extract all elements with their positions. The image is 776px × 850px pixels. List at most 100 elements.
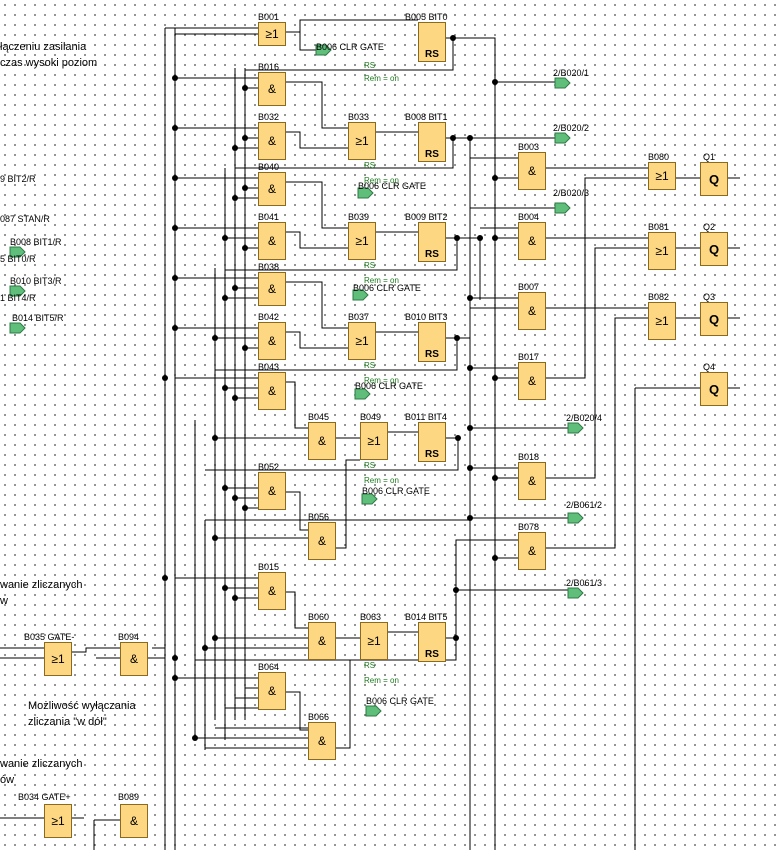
flag-label-bit4: 1 BIT4/R [0,293,36,303]
label-q4: Q4 [703,362,716,372]
gate-b003[interactable]: & [518,152,546,190]
gate-b049[interactable]: ≥1 [360,422,388,460]
gate-b037[interactable]: ≥1 [348,322,376,360]
label-b064: B064 [258,662,280,672]
label-b039: B039 [348,212,370,222]
gate-b064[interactable]: & [258,672,286,710]
label-q2: Q2 [703,222,716,232]
label-b033: B033 [348,112,370,122]
gate-b034[interactable]: ≥1 [44,804,72,838]
label-b004: B004 [518,212,540,222]
rs-flipflop-b011[interactable]: RS [418,422,446,462]
label-b081: B081 [648,222,670,232]
gate-b080[interactable]: ≥1 [648,162,676,190]
rem-text-b014: Rem = on [364,676,399,685]
rs-flipflop-b009[interactable]: RS [418,222,446,262]
label-b052: B052 [258,462,280,472]
label-b043: B043 [258,362,280,372]
rs-text-b005: RS [364,61,376,70]
gate-b089[interactable]: & [120,804,148,838]
rs-flipflop-b010[interactable]: RS [418,322,446,362]
rs-flipflop-b005[interactable]: RS [418,22,446,62]
rs-flipflop-b008[interactable]: RS [418,122,446,162]
label-b016: B016 [258,62,280,72]
output-q1[interactable]: Q [700,162,728,196]
label-b040: B040 [258,162,280,172]
rem-text-b009: Rem = on [364,276,399,285]
label-b015: B015 [258,562,280,572]
flag-label-b006-1: B006 CLR GATE [316,42,384,52]
label-b066: B066 [308,712,330,722]
gate-b041[interactable]: & [258,222,286,260]
gate-b056[interactable]: & [308,522,336,560]
gate-b094[interactable]: & [120,642,148,676]
label-b049: B049 [360,412,382,422]
gate-b060[interactable]: & [308,622,336,660]
gate-b033[interactable]: ≥1 [348,122,376,160]
comment-zliczanie-3: wanie zliczanych [0,758,83,770]
label-b011: B011 BIT4 [405,412,447,422]
gate-b016[interactable]: & [258,72,286,106]
rs-text-b014: RS [364,661,376,670]
flag-label-b061-3: 2/B061/3 [566,578,603,588]
gate-b078[interactable]: & [518,532,546,570]
gate-b035[interactable]: ≥1 [44,642,72,676]
gate-b004[interactable]: & [518,222,546,260]
comment-wylaczanie-2: zliczania "w dół" [28,716,107,728]
flag-label-b006-6: B006 CLR GATE [366,696,434,706]
comment-zliczanie-1: wanie zliczanych [0,579,83,591]
flag-label-b006-5: B006 CLR GATE [362,486,430,496]
rs-text-b008: RS [364,161,376,170]
label-b094: B094 [118,632,140,642]
gate-b017[interactable]: & [518,362,546,400]
gate-b052[interactable]: & [258,472,286,510]
label-b014: B014 BIT5 [405,612,448,622]
label-b037: B037 [348,312,370,322]
gate-b001[interactable]: ≥1 [258,22,286,46]
gate-b039[interactable]: ≥1 [348,222,376,260]
label-b078: B078 [518,522,540,532]
gate-b063[interactable]: ≥1 [360,622,388,660]
label-b007: B007 [518,282,540,292]
rem-text-b008: Rem = on [364,176,399,185]
label-b038: B038 [258,262,280,272]
rs-text-b010: RS [364,361,376,370]
label-b089: B089 [118,792,140,802]
label-b034: B034 GATE+ [18,792,71,802]
output-q4[interactable]: Q [700,372,728,406]
label-b082: B082 [648,292,670,302]
rem-text-b011: Rem = on [364,476,399,485]
flag-label-b010-bit3: B010 BIT3/R [10,276,62,286]
gate-b040[interactable]: & [258,172,286,206]
rem-text-b010: Rem = on [364,376,399,385]
gate-b032[interactable]: & [258,122,286,160]
gate-b043[interactable]: & [258,372,286,410]
gate-b082[interactable]: ≥1 [648,302,676,340]
flag-label-b008-bit1: B008 BIT1/R [10,237,62,247]
label-b032: B032 [258,112,280,122]
gate-b018[interactable]: & [518,462,546,500]
output-q2[interactable]: Q [700,232,728,266]
label-b005: B005 BIT0 [405,12,448,22]
flag-label-b014-bit5: B014 BIT5/R [12,313,64,323]
comment-zasilanie-2: czas wysoki poziom [0,57,98,69]
gate-b007[interactable]: & [518,292,546,330]
flag-label-b006-3: B006 CLR GATE [353,283,421,293]
label-b060: B060 [308,612,330,622]
gate-b015[interactable]: & [258,572,286,610]
flag-label-stan: 087 STAN/R [0,214,50,224]
label-b080: B080 [648,152,670,162]
flag-label-b020-2: 2/B020/2 [553,123,590,133]
rs-flipflop-b014[interactable]: RS [418,622,446,662]
output-q3[interactable]: Q [700,302,728,336]
comment-zliczanie-2: w [0,595,8,607]
gate-b045[interactable]: & [308,422,336,460]
gate-b038[interactable]: & [258,272,286,306]
flag-label-bit2: 9 BIT2/R [0,174,36,184]
flag-label-b020-1: 2/B020/1 [553,68,590,78]
flag-label-b020-4: 2/B020/4 [566,413,603,423]
gate-b081[interactable]: ≥1 [648,232,676,270]
gate-b042[interactable]: & [258,322,286,360]
gate-b066[interactable]: & [308,722,336,760]
